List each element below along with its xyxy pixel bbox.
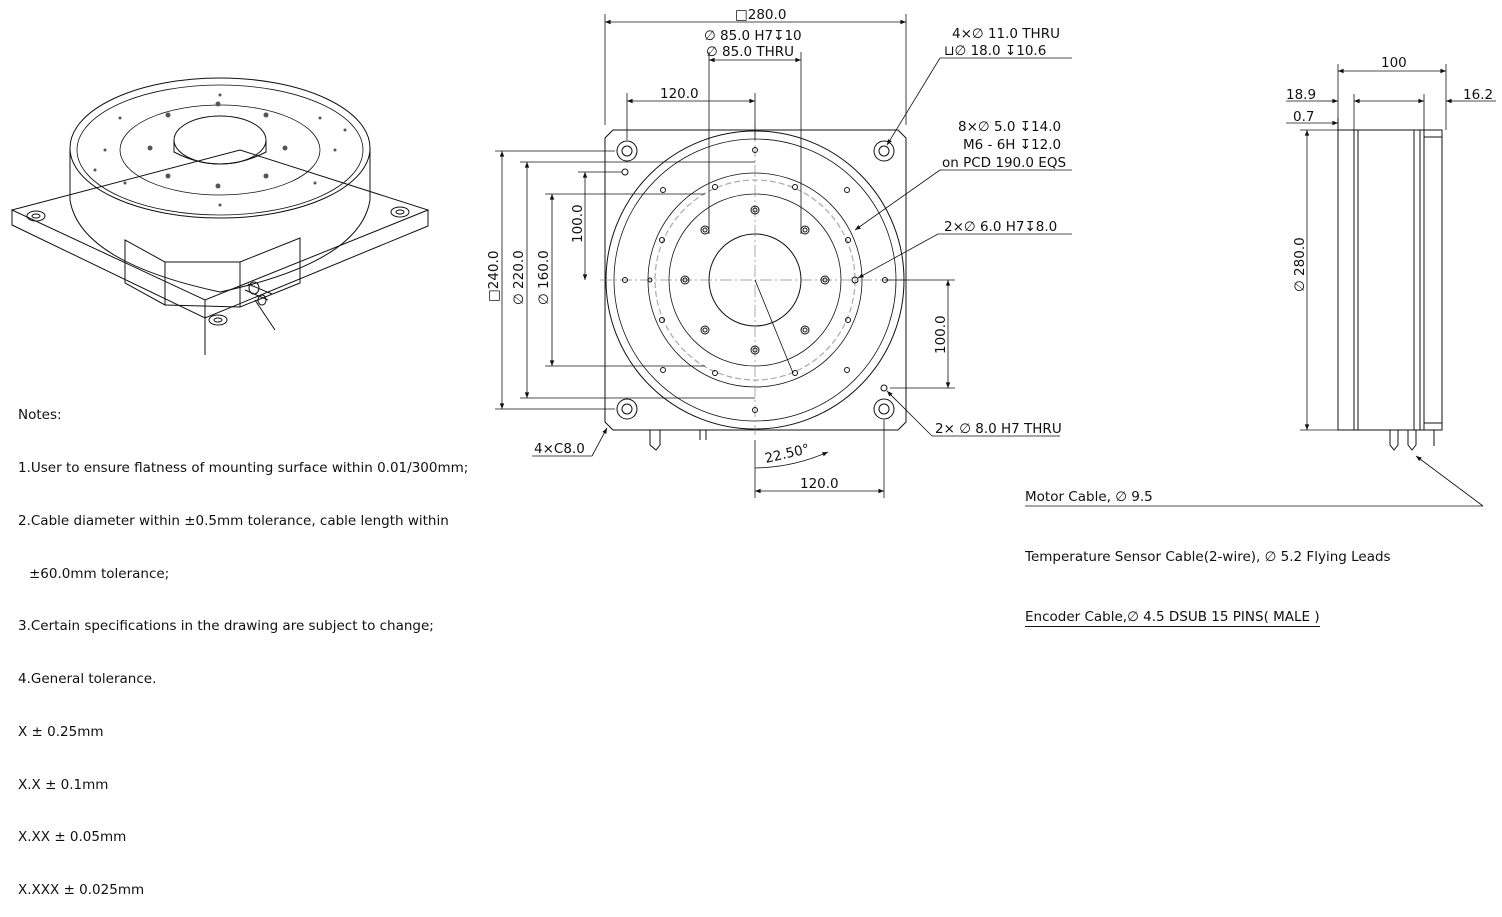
callout-thru: 4×∅ 11.0 THRU (952, 26, 1060, 42)
notes-heading: Notes: (18, 407, 62, 424)
callout-2x8: 2× ∅ 8.0 H7 THRU (935, 421, 1062, 437)
dim-100-left: 100.0 (570, 204, 586, 243)
note-item: 1.User to ensure flatness of mounting su… (18, 459, 469, 476)
side-dim-18-9: 18.9 (1286, 87, 1316, 103)
tolerance-item: X.X ± 0.1mm (18, 776, 109, 793)
angle-label: 22.50° (763, 441, 811, 467)
note-item: 3.Certain specifications in the drawing … (18, 618, 434, 635)
dim-220: ∅ 220.0 (511, 250, 527, 305)
dim-120-bottom: 120.0 (800, 476, 839, 492)
side-dim-0-7: 0.7 (1293, 109, 1314, 125)
cable-notes: Motor Cable, ∅ 9.5 Temperature Sensor Ca… (1025, 447, 1391, 647)
notes-block: Notes: 1.User to ensure flatness of moun… (18, 372, 468, 917)
tolerance-item: X.XXX ± 0.025mm (18, 882, 145, 899)
dim-160: ∅ 160.0 (536, 250, 552, 305)
note-item: ±60.0mm tolerance; (29, 565, 170, 582)
isometric-view (10, 77, 430, 355)
tolerance-item: X ± 0.25mm (18, 723, 104, 740)
motor-cable-label: Motor Cable, ∅ 9.5 (1025, 489, 1153, 505)
dim-280-top: □280.0 (735, 7, 786, 23)
chamfer-label: 4×C8.0 (534, 441, 585, 457)
callout-pcd: on PCD 190.0 EQS (942, 155, 1066, 171)
callout-8x: 8×∅ 5.0 ↧14.0 (958, 119, 1061, 135)
callout-m6: M6 - 6H ↧12.0 (963, 137, 1061, 153)
note-item: 2.Cable diameter within ±0.5mm tolerance… (18, 512, 449, 529)
side-dim-280: ∅ 280.0 (1292, 237, 1308, 292)
dim-120-top: 120.0 (660, 86, 699, 102)
side-view: 100 18.9 0.7 16.2 ∅ 280.0 (1025, 55, 1496, 507)
temp-cable-label: Temperature Sensor Cable(2-wire), ∅ 5.2 … (1025, 549, 1391, 565)
dim-100-right: 100.0 (933, 315, 949, 354)
side-dim-100: 100 (1381, 55, 1407, 71)
dim-240: □240.0 (486, 251, 502, 302)
note-item: 4.General tolerance. (18, 671, 157, 688)
side-dim-16-2: 16.2 (1463, 87, 1493, 103)
callout-cbore: ⊔∅ 18.0 ↧10.6 (944, 43, 1046, 59)
tolerance-item: X.XX ± 0.05mm (18, 829, 127, 846)
technical-drawing: □280.0 ∅ 85.0 H7↧10 ∅ 85.0 THRU 120.0 10… (10, 7, 1496, 507)
bore-thru-label: ∅ 85.0 THRU (706, 44, 794, 60)
callout-2x6: 2×∅ 6.0 H7↧8.0 (944, 219, 1057, 235)
bore-h7-label: ∅ 85.0 H7↧10 (704, 28, 802, 44)
encoder-cable-label: Encoder Cable,∅ 4.5 DSUB 15 PINS( MALE ) (1025, 609, 1320, 627)
front-view: □280.0 ∅ 85.0 H7↧10 ∅ 85.0 THRU 120.0 10… (486, 7, 1072, 498)
